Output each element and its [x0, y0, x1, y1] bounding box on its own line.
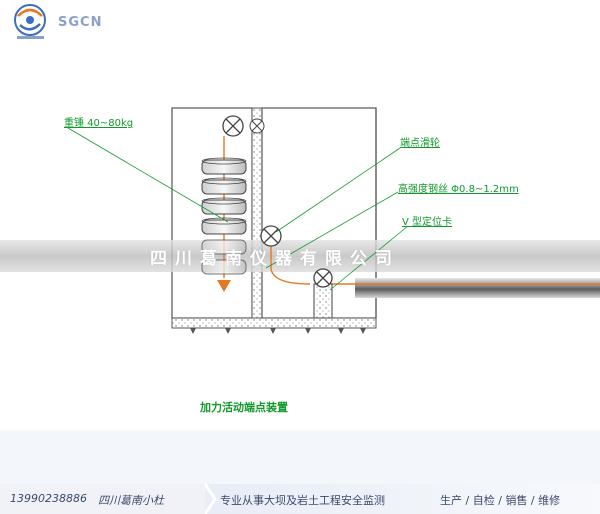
logo-emblem	[14, 4, 46, 39]
watermark-band	[0, 240, 600, 272]
label-steel-wire: 高强度钢丝 Φ0.8~1.2mm	[398, 184, 519, 195]
footer-company: 四川葛南小杜	[98, 494, 164, 507]
label-weight: 重锤 40~80kg	[64, 118, 134, 129]
footer-divider	[203, 483, 217, 514]
housing	[171, 107, 377, 329]
footer-fade	[0, 430, 600, 484]
label-end-pulley: 端点滑轮	[400, 138, 440, 149]
v-clip-icon	[313, 268, 333, 319]
anchor-spikes	[190, 328, 366, 334]
footer-contact-area	[0, 484, 205, 514]
leader-lines	[67, 127, 409, 291]
footer-slogan: 专业从事大坝及岩土工程安全监测	[220, 494, 385, 507]
diagram-caption: 加力活动端点装置	[200, 401, 288, 414]
footer-services: 生产 / 自检 / 销售 / 维修	[440, 494, 561, 507]
logo-text: SGCN	[58, 15, 103, 30]
top-pulley-icon	[222, 115, 265, 137]
weight-stack	[201, 157, 247, 292]
conduit-pipe	[355, 278, 600, 298]
label-v-clip: V 型定位卡	[402, 217, 453, 228]
footer-bar	[205, 484, 600, 514]
company-watermark: 四川葛南仪器有限公司	[150, 249, 400, 269]
footer-phone: 13990238886	[10, 492, 87, 505]
end-pulley-icon	[260, 225, 282, 247]
